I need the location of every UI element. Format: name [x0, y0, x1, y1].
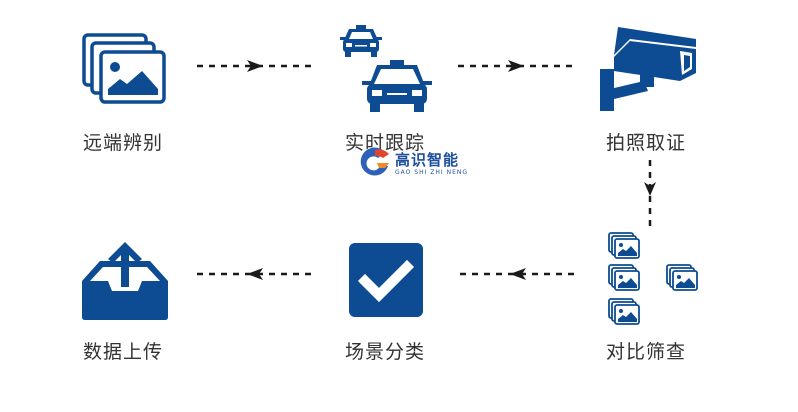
step-label: 拍照取证: [606, 132, 687, 154]
step-label: 数据上传: [83, 341, 164, 363]
arrow-left: [197, 268, 315, 280]
logo-name-cn: 高识智能: [395, 151, 460, 169]
arrow-down: [644, 160, 656, 226]
step-label: 实时跟踪: [345, 132, 426, 154]
arrow-right: [458, 60, 576, 72]
checkbox-icon: [349, 243, 423, 317]
photo-stack-icon: [82, 33, 166, 104]
step-label: 场景分类: [345, 341, 426, 363]
surveillance-camera-icon: [600, 27, 696, 111]
taxi-icon-large: [362, 60, 432, 112]
logo-mark-icon: [360, 147, 389, 176]
step-label: 远端辨别: [83, 132, 164, 154]
upload-tray-icon: [82, 242, 168, 320]
taxi-icon-small: [340, 25, 382, 57]
logo-name-en: GAO SHI ZHI NENG: [395, 169, 468, 176]
watermark-logo: 高识智能 GAO SHI ZHI NENG: [357, 146, 477, 180]
arrow-right: [197, 60, 315, 72]
arrow-left: [460, 268, 578, 280]
step-label: 对比筛查: [606, 341, 687, 363]
photo-compare-icon: [608, 232, 698, 325]
